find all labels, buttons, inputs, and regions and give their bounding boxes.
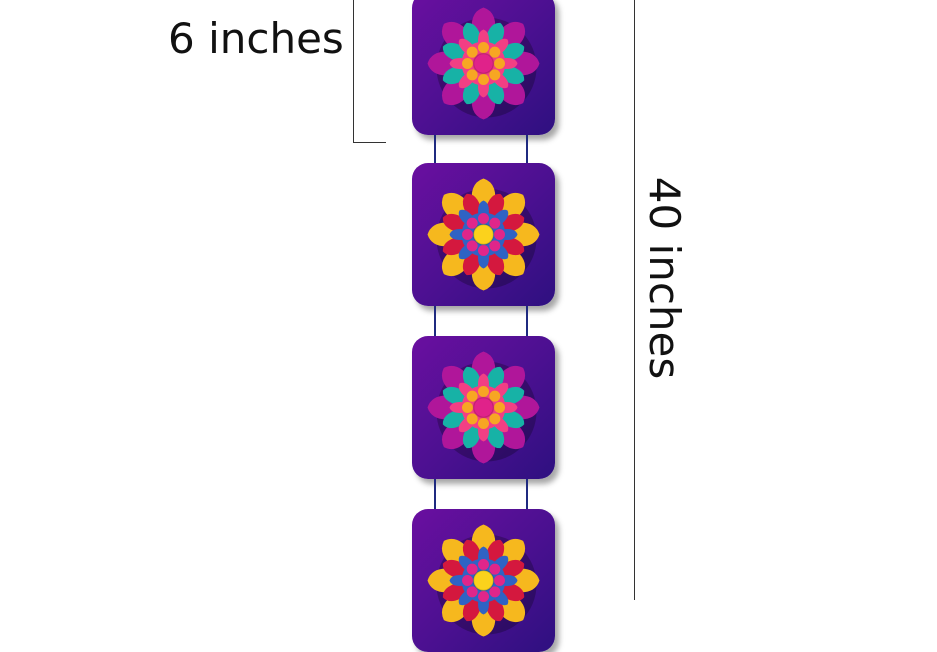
hanging-cord	[434, 135, 436, 163]
flower-dot	[478, 386, 489, 397]
hanging-cord	[526, 135, 528, 163]
hanging-cord	[526, 479, 528, 509]
hanging-cord	[434, 479, 436, 509]
hanging-cord	[434, 306, 436, 336]
flower-dot	[494, 402, 505, 413]
flower-dot	[478, 245, 489, 256]
flower-center	[472, 569, 495, 592]
flower-tile-pink-flower	[412, 336, 555, 479]
mandala-flower-icon	[427, 7, 540, 120]
flower-dot	[466, 413, 478, 425]
flower-dot	[466, 217, 478, 229]
mandala-flower-icon	[427, 524, 540, 637]
flower-dot	[478, 418, 489, 429]
flower-dot	[466, 586, 478, 598]
flower-tile-pink-flower	[412, 0, 555, 135]
flower-dot	[462, 229, 473, 240]
flower-dot	[489, 46, 501, 58]
flower-center	[472, 52, 495, 75]
tile-size-bracket-horizontal	[353, 142, 386, 143]
flower-dot	[466, 240, 478, 252]
flower-dot	[466, 390, 478, 402]
total-length-label: 40 inches	[640, 176, 689, 380]
flower-dot	[462, 402, 473, 413]
flower-dot	[489, 586, 501, 598]
flower-dot	[489, 563, 501, 575]
tile-size-bracket-vertical	[353, 0, 354, 143]
flower-dot	[478, 559, 489, 570]
total-length-line	[634, 0, 635, 600]
flower-dot	[466, 46, 478, 58]
hanging-cord	[526, 306, 528, 336]
flower-dot	[494, 575, 505, 586]
flower-tile-yellow-flower	[412, 509, 555, 652]
flower-tile-yellow-flower	[412, 163, 555, 306]
tile-size-label: 6 inches	[168, 14, 344, 63]
flower-dot	[489, 240, 501, 252]
flower-dot	[462, 575, 473, 586]
flower-dot	[466, 563, 478, 575]
flower-dot	[478, 213, 489, 224]
flower-center	[472, 396, 495, 419]
flower-dot	[489, 413, 501, 425]
flower-dot	[489, 69, 501, 81]
flower-dot	[478, 591, 489, 602]
flower-dot	[462, 58, 473, 69]
mandala-flower-icon	[427, 178, 540, 291]
flower-dot	[466, 69, 478, 81]
flower-dot	[494, 58, 505, 69]
flower-dot	[494, 229, 505, 240]
flower-dot	[489, 390, 501, 402]
flower-dot	[478, 42, 489, 53]
flower-dot	[489, 217, 501, 229]
mandala-flower-icon	[427, 351, 540, 464]
flower-center	[472, 223, 495, 246]
flower-dot	[478, 74, 489, 85]
